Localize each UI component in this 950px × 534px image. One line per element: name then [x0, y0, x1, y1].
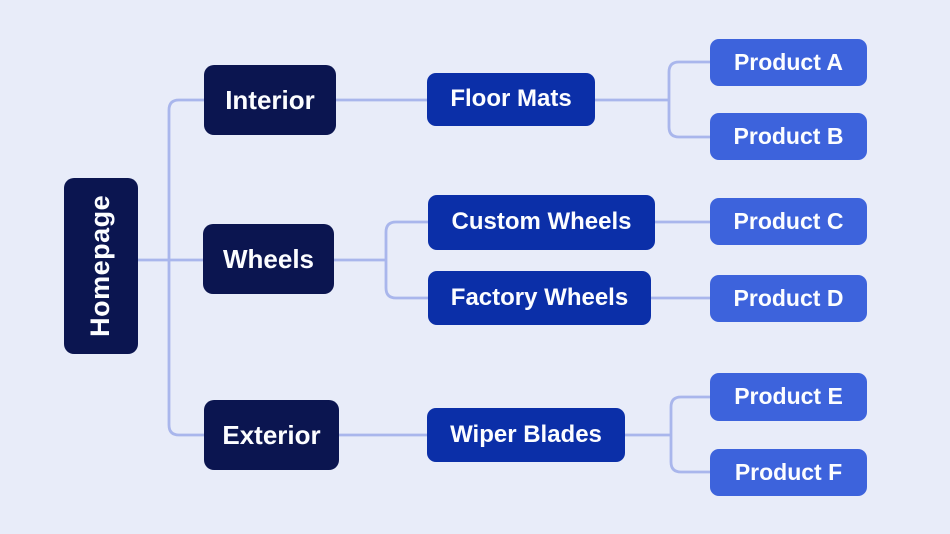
node-product-a-label: Product A: [733, 48, 844, 75]
connector-wheels-children: [384, 220, 428, 300]
node-factory-wheels: Factory Wheels: [428, 271, 651, 325]
node-wheels: Wheels: [203, 224, 334, 294]
node-exterior: Exterior: [204, 400, 339, 470]
node-product-e-label: Product E: [734, 383, 843, 410]
node-exterior-label: Exterior: [222, 419, 321, 450]
node-product-b-label: Product B: [733, 122, 844, 149]
node-floor-mats-label: Floor Mats: [450, 85, 572, 113]
node-product-f-label: Product F: [734, 458, 843, 485]
node-factory-wheels-label: Factory Wheels: [450, 283, 629, 311]
node-wiper-blades-label: Wiper Blades: [450, 420, 602, 448]
node-custom-wheels: Custom Wheels: [428, 195, 655, 250]
node-interior: Interior: [204, 65, 336, 135]
node-product-d: Product D: [710, 275, 867, 322]
node-product-d-label: Product D: [733, 284, 844, 311]
node-product-a: Product A: [710, 39, 867, 86]
node-product-e: Product E: [710, 373, 867, 421]
connector-homepage-trunk: [167, 98, 204, 437]
node-product-c: Product C: [710, 198, 867, 245]
node-product-b: Product B: [710, 113, 867, 160]
node-interior-label: Interior: [225, 84, 315, 115]
node-wiper-blades: Wiper Blades: [427, 408, 625, 462]
node-wheels-label: Wheels: [222, 243, 315, 274]
node-custom-wheels-label: Custom Wheels: [451, 208, 632, 236]
node-homepage: Homepage: [64, 178, 138, 354]
connector-floormats-products: [667, 60, 711, 139]
connector-wiperblades-products: [669, 395, 710, 474]
node-product-f: Product F: [710, 449, 867, 496]
node-product-c-label: Product C: [733, 207, 844, 234]
node-floor-mats: Floor Mats: [427, 73, 595, 126]
node-homepage-label: Homepage: [85, 194, 116, 338]
